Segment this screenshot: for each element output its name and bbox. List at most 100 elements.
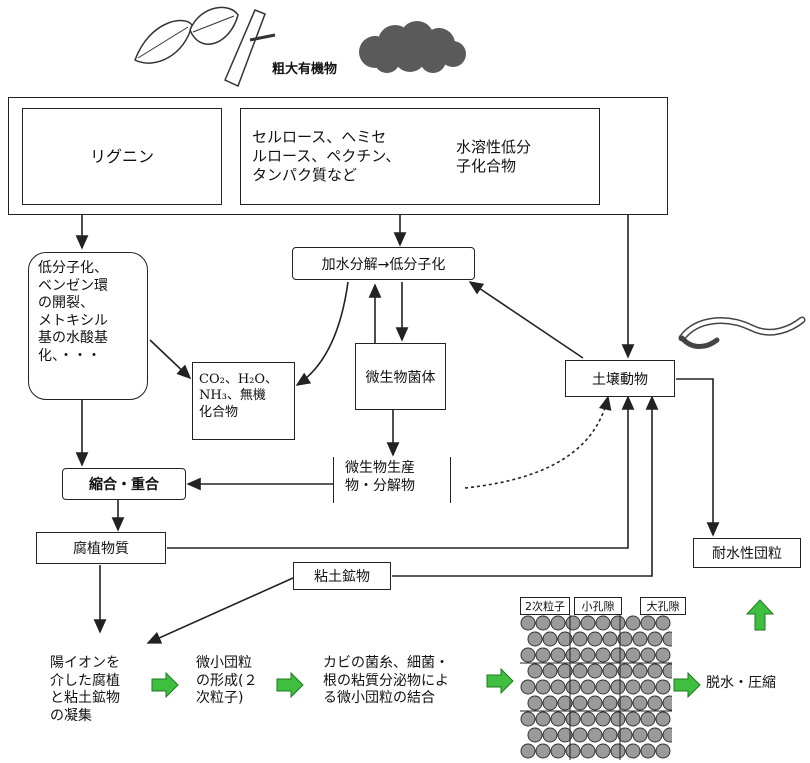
soil-particle xyxy=(565,743,581,759)
coarse-organic-label: 粗大有機物 xyxy=(272,62,338,77)
soil-particle xyxy=(565,711,581,727)
soil-animals-box: 土壌動物 xyxy=(565,360,675,397)
soil-particle xyxy=(520,679,536,695)
soil-particle xyxy=(557,663,573,679)
arrow-hydrolysis-to-inorganic xyxy=(295,281,349,386)
soil-particle xyxy=(520,647,536,663)
soil-particle xyxy=(602,727,618,743)
microbial-products-label: 微生物生産 物・分解物 xyxy=(345,460,415,494)
soil-particle xyxy=(550,647,566,663)
soil-clump-icon xyxy=(359,21,466,73)
soil-particle xyxy=(527,663,543,679)
arrow-clay-to-step1 xyxy=(146,577,294,644)
soil-particle xyxy=(572,663,588,679)
soil-particle xyxy=(595,615,611,631)
soil-particle xyxy=(617,631,633,647)
step4-label: 脱水・圧縮 xyxy=(706,675,776,691)
water-soluble-label: 水溶性低分 子化合物 xyxy=(456,138,532,175)
soil-particle xyxy=(587,631,603,647)
soil-particle xyxy=(662,727,672,743)
aggregate-small-pore-text: 小孔隙 xyxy=(581,600,615,613)
condensation-label: 縮合・重合 xyxy=(89,477,159,493)
soil-particle xyxy=(557,727,573,743)
soil-particle xyxy=(520,711,536,727)
clay-box: 粘土鉱物 xyxy=(293,562,391,590)
soil-particle xyxy=(527,695,543,711)
arrow-products-to-soilanimals xyxy=(464,395,612,489)
earthworm-icon xyxy=(678,316,806,349)
soil-particle xyxy=(535,615,551,631)
step3-label: カビの菌糸、細菌・ 根の粘質分泌物によ る微小団粒の結合 xyxy=(323,655,449,706)
polysaccharide-label: セルロース、ヘミセ ルロース、ペクチン、 タンパク質など xyxy=(252,128,401,184)
lignin-breakdown-box xyxy=(28,252,148,400)
soil-particle xyxy=(572,727,588,743)
soil-particle xyxy=(632,663,648,679)
soil-particle xyxy=(595,679,611,695)
soil-particle xyxy=(662,663,672,679)
soil-particle xyxy=(557,695,573,711)
soil-particle xyxy=(610,679,626,695)
soil-particle xyxy=(550,615,566,631)
soil-particle xyxy=(580,647,596,663)
clay-label: 粘土鉱物 xyxy=(314,569,370,585)
aggregate-structure-image xyxy=(520,615,672,760)
humus-box: 腐植物質 xyxy=(36,532,166,564)
soil-particle xyxy=(587,663,603,679)
soil-particle xyxy=(602,631,618,647)
aggregate-label-secondary: 2次粒子 xyxy=(520,597,570,615)
soil-particle xyxy=(610,711,626,727)
soil-particle xyxy=(565,615,581,631)
soil-particle xyxy=(610,743,626,759)
soil-particle xyxy=(527,631,543,647)
soil-particle xyxy=(662,631,672,647)
soil-particle xyxy=(520,615,536,631)
microbial-biomass-label: 微生物菌体 xyxy=(365,369,436,386)
soil-particle xyxy=(557,631,573,647)
lignin-label: リグニン xyxy=(89,146,154,166)
soil-particle xyxy=(610,647,626,663)
water-stable-box: 耐水性団粒 xyxy=(693,538,801,568)
soil-particle xyxy=(535,647,551,663)
microbial-biomass-box: 微生物菌体 xyxy=(355,343,446,410)
humus-label: 腐植物質 xyxy=(73,541,129,557)
soil-particle xyxy=(550,679,566,695)
leaves-icon xyxy=(134,6,276,88)
soil-particle xyxy=(625,615,641,631)
soil-particle xyxy=(602,695,618,711)
microbial-products-box xyxy=(333,457,451,503)
soil-particle xyxy=(587,695,603,711)
soil-particle xyxy=(640,711,656,727)
aggregate-large-pore-text: 大孔隙 xyxy=(646,600,680,613)
soil-particle xyxy=(662,695,672,711)
soil-particle xyxy=(640,743,656,759)
soil-particle xyxy=(655,743,671,759)
arrow-breakdown-to-inorganic xyxy=(149,339,192,380)
soil-particle xyxy=(625,743,641,759)
soil-particle xyxy=(595,743,611,759)
aggregate-label-large-pore: 大孔隙 xyxy=(640,597,686,615)
aggregate-label-small-pore: 小孔隙 xyxy=(574,597,622,615)
soil-particle xyxy=(542,695,558,711)
soil-particle xyxy=(520,743,536,759)
soil-particle xyxy=(625,679,641,695)
soil-particle xyxy=(632,631,648,647)
lignin-breakdown-label: 低分子化、 ベンゼン環 の開裂、 メトキシル 基の水酸基 化、・・・ xyxy=(38,260,108,364)
soil-particle xyxy=(655,615,671,631)
step2-label: 微小団粒 の形成(２ 次粒子) xyxy=(196,655,258,706)
aggregate-secondary-text: 2次粒子 xyxy=(525,600,565,613)
soil-particle xyxy=(542,663,558,679)
hydrolysis-label: 加水分解→低分子化 xyxy=(321,256,446,273)
soil-particle xyxy=(655,711,671,727)
soil-particle xyxy=(535,679,551,695)
soil-particle xyxy=(580,743,596,759)
condensation-box: 縮合・重合 xyxy=(62,468,186,500)
green-right-arrow-2-icon xyxy=(276,672,304,698)
soil-particle xyxy=(632,727,648,743)
lignin-box: リグニン xyxy=(22,108,222,205)
polysaccharide-box xyxy=(240,108,600,205)
green-right-arrow-1-icon xyxy=(151,672,179,698)
soil-particle xyxy=(550,711,566,727)
soil-particle xyxy=(625,647,641,663)
soil-particle xyxy=(542,631,558,647)
soil-particle xyxy=(572,695,588,711)
